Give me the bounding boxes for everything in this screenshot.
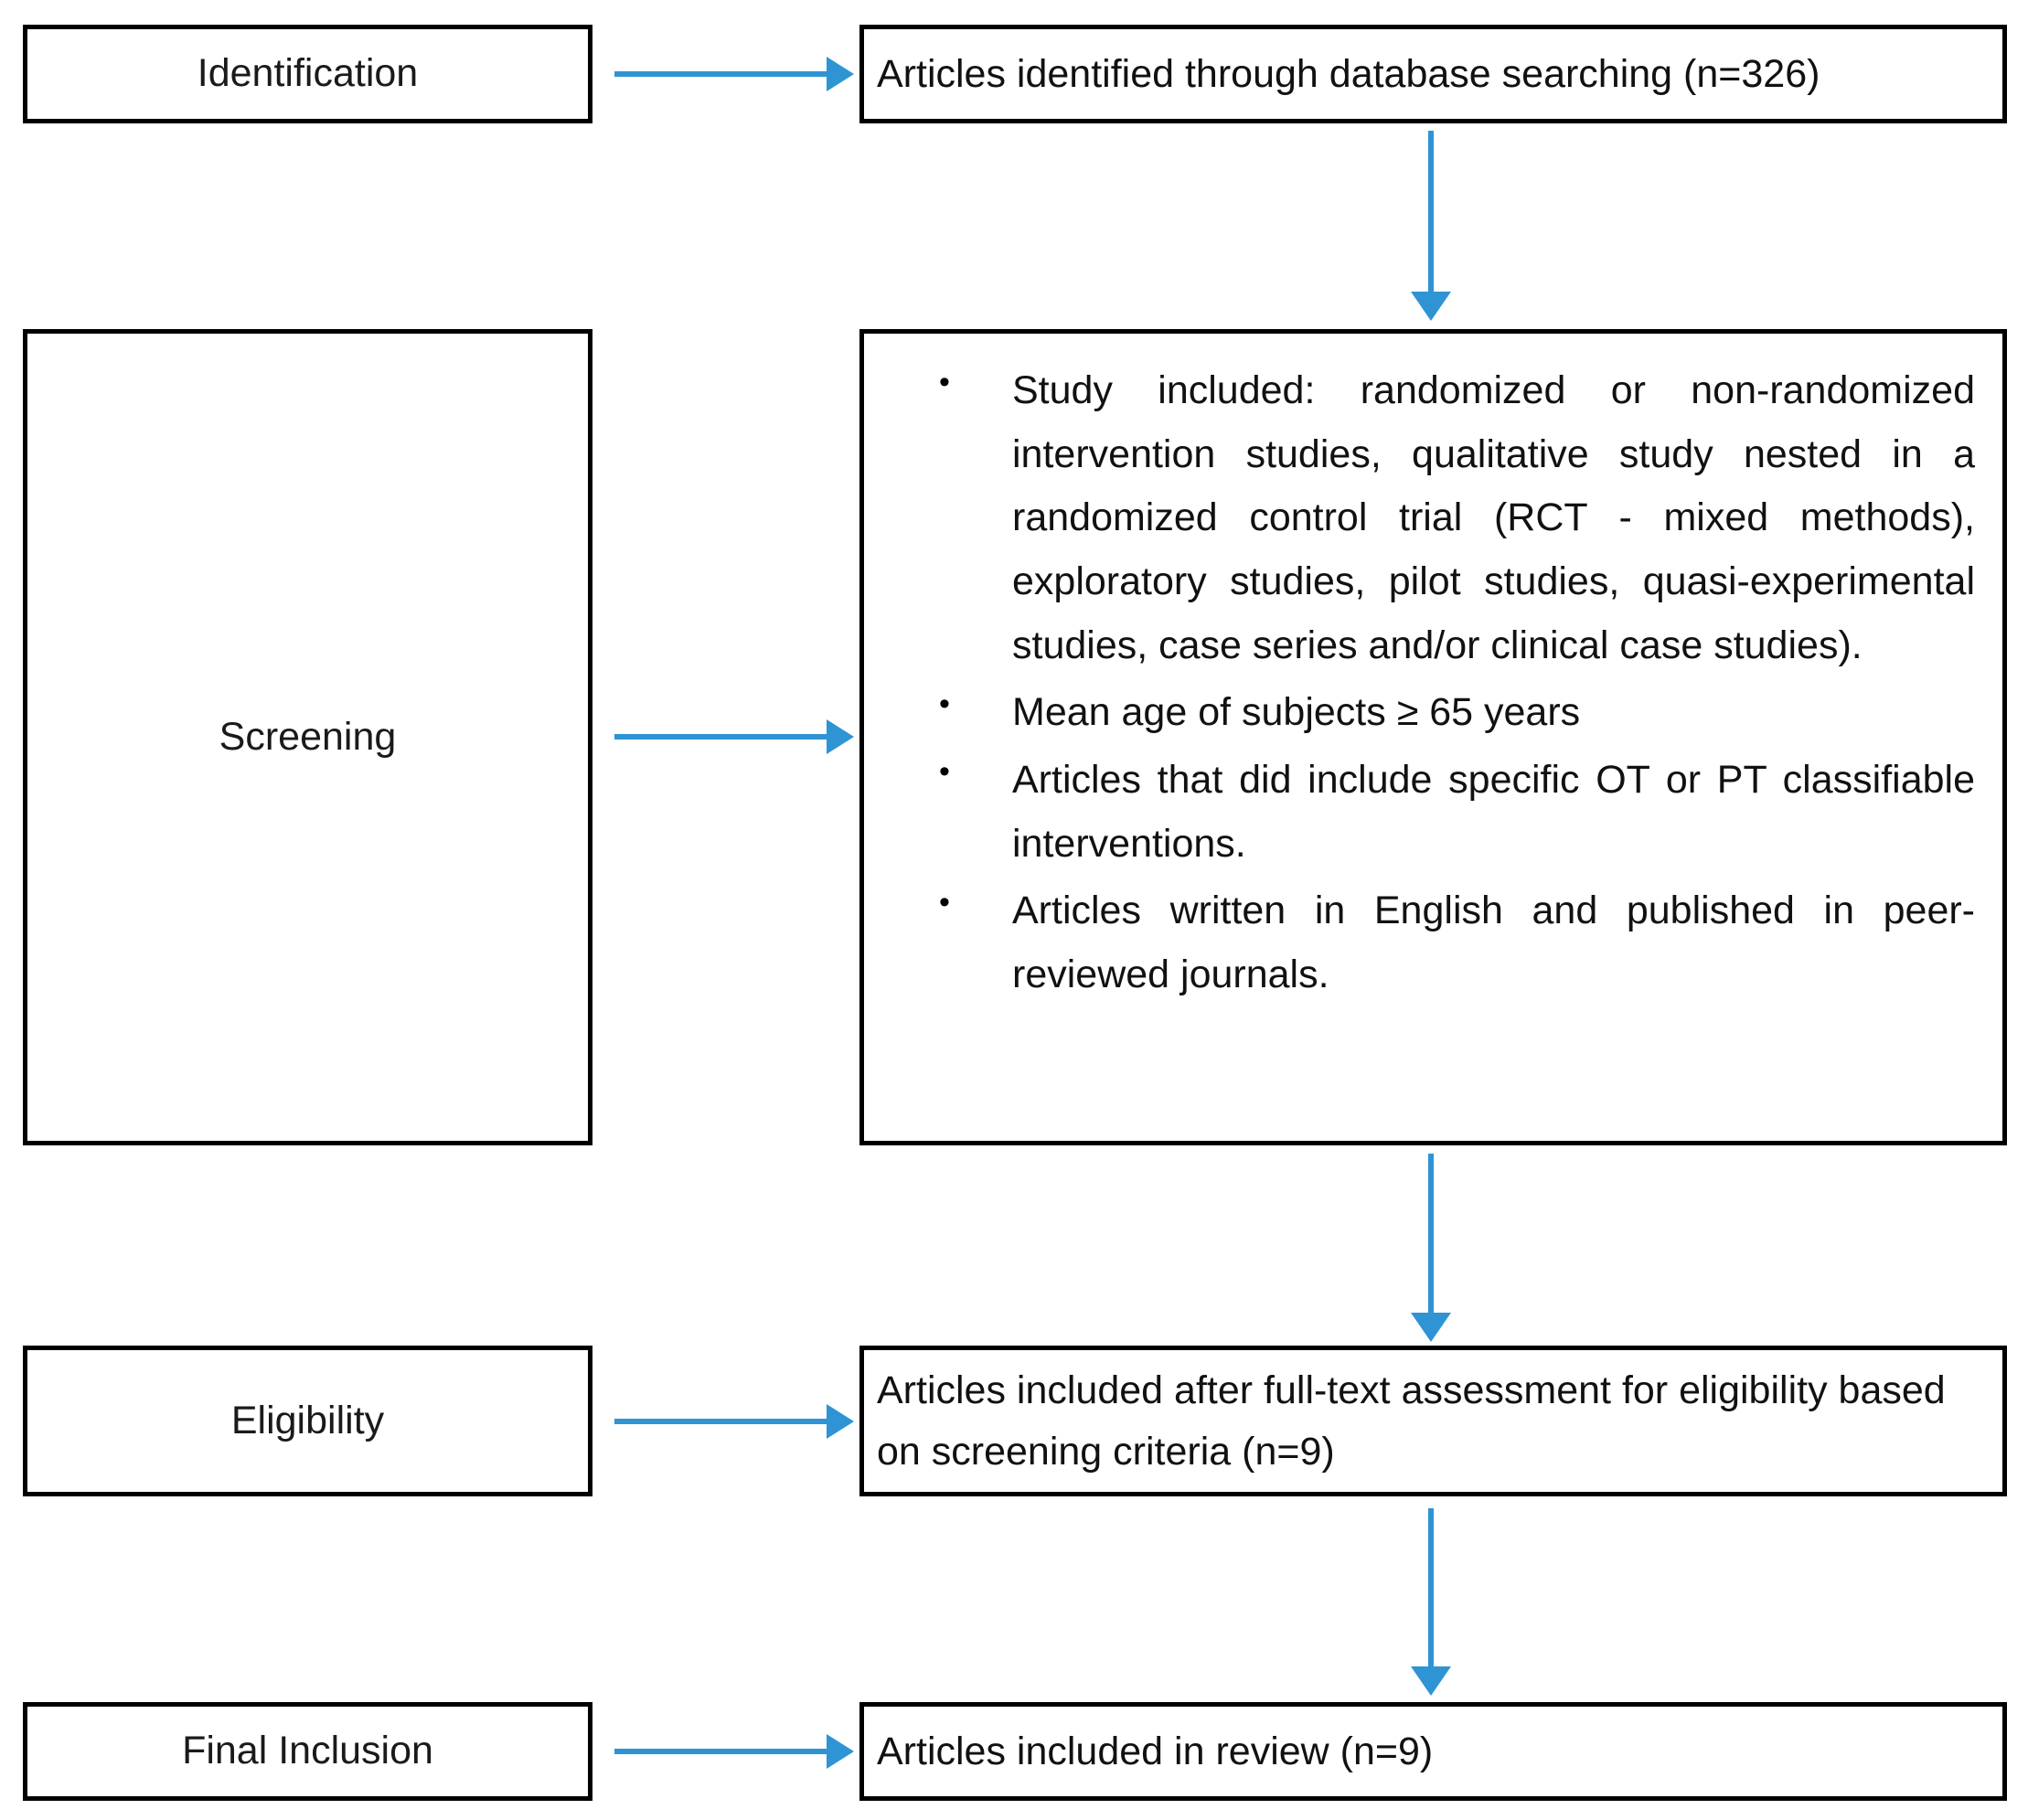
- stage-box-eligibility: Eligibility: [23, 1346, 592, 1496]
- arrow-shaft: [614, 71, 830, 77]
- arrow-head: [827, 1404, 854, 1439]
- stage-label-eligibility: Eligibility: [230, 1398, 385, 1442]
- criteria-item: Articles written in English and publishe…: [891, 878, 1975, 1006]
- arrow-eligibility-to-final-inclusion: [1411, 1508, 1451, 1696]
- articles-eligibility-text: Articles included after full-text assess…: [877, 1368, 1946, 1474]
- arrow-head: [1411, 292, 1451, 321]
- stage-label-screening: Screening: [219, 714, 397, 759]
- arrow-shaft: [1428, 1508, 1434, 1668]
- arrow-shaft: [614, 1419, 830, 1424]
- content-box-articles-identified: Articles identified through database sea…: [859, 25, 2007, 123]
- arrow-shaft: [614, 734, 830, 740]
- criteria-item: Mean age of subjects ≥ 65 years: [891, 679, 1975, 745]
- criteria-item: Articles that did include specific OT or…: [891, 747, 1975, 876]
- screening-criteria-list: Study included: randomized or non-random…: [891, 357, 1975, 1007]
- arrow-head: [827, 57, 854, 91]
- arrow-head: [1411, 1313, 1451, 1342]
- criteria-item: Study included: randomized or non-random…: [891, 357, 1975, 677]
- arrow-screening-to-criteria: [614, 718, 854, 755]
- arrow-eligibility-to-articles: [614, 1403, 854, 1440]
- stage-box-identification: Identification: [23, 25, 592, 123]
- arrow-shaft: [1428, 1154, 1434, 1314]
- arrow-identification-to-articles: [614, 56, 854, 92]
- stage-label-final-inclusion: Final Inclusion: [182, 1729, 433, 1773]
- arrow-identified-to-criteria: [1411, 131, 1451, 321]
- arrow-head: [827, 719, 854, 754]
- content-box-articles-in-review: Articles included in review (n=9): [859, 1702, 2007, 1801]
- arrow-head: [1411, 1666, 1451, 1696]
- stage-box-screening: Screening: [23, 329, 592, 1145]
- stage-label-identification: Identification: [197, 51, 419, 96]
- stage-box-final-inclusion: Final Inclusion: [23, 1702, 592, 1801]
- arrow-final-inclusion-to-articles: [614, 1733, 854, 1770]
- arrow-head: [827, 1734, 854, 1769]
- articles-identified-text: Articles identified through database sea…: [877, 51, 1820, 96]
- arrow-criteria-to-eligibility: [1411, 1154, 1451, 1342]
- content-box-screening-criteria: Study included: randomized or non-random…: [859, 329, 2007, 1145]
- articles-in-review-text: Articles included in review (n=9): [877, 1729, 1434, 1773]
- arrow-shaft: [1428, 131, 1434, 293]
- content-box-articles-eligibility: Articles included after full-text assess…: [859, 1346, 2007, 1496]
- arrow-shaft: [614, 1749, 830, 1754]
